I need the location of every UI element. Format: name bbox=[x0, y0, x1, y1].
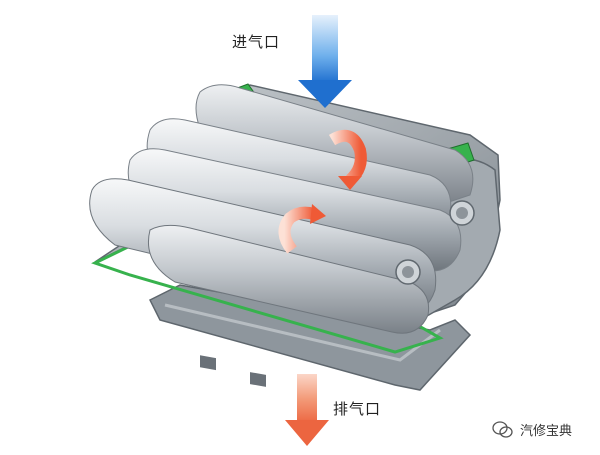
watermark-text: 汽修宝典 bbox=[520, 424, 573, 439]
end-plate-bolts bbox=[395, 200, 475, 285]
inlet-label: 进气口 bbox=[232, 33, 281, 51]
outlet-label: 排气口 bbox=[333, 400, 382, 418]
wechat-icon bbox=[492, 420, 513, 438]
rotation-arrow-lower bbox=[278, 204, 326, 254]
watermark: 汽修宝典 bbox=[492, 420, 572, 439]
rotation-arrow-upper bbox=[328, 129, 367, 190]
outlet-arrow bbox=[285, 374, 329, 446]
inlet-arrow bbox=[298, 15, 352, 108]
rotors bbox=[89, 84, 474, 334]
